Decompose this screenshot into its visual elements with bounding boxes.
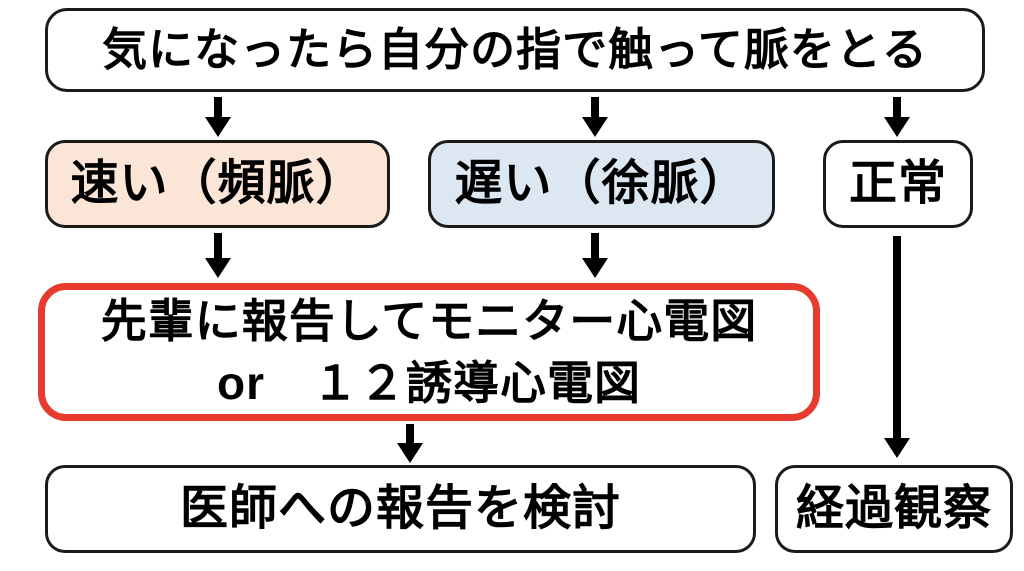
node-normal-label: 正常 [848, 157, 947, 211]
arrow-start-to-fast [205, 97, 231, 137]
arrow-ecg-to-report [397, 424, 423, 463]
arrow-start-to-normal [884, 97, 910, 137]
arrow-stem [214, 233, 222, 260]
arrow-stem [406, 424, 414, 445]
node-observe-label: 経過観察 [795, 482, 992, 536]
node-ecg-line2: or １２誘導心電図 [217, 357, 641, 409]
node-tachycardia-label: 速い（頻脈） [70, 157, 365, 211]
node-start-label: 気になったら自分の指で触って脈をとる [102, 24, 928, 75]
node-ecg-line1: 先輩に報告してモニター心電図 [100, 294, 758, 347]
arrow-stem [893, 97, 901, 119]
arrow-stem [893, 236, 901, 440]
arrow-head-icon [582, 258, 608, 278]
node-report-label: 医師への報告を検討 [179, 482, 621, 536]
arrow-head-icon [884, 438, 910, 458]
arrow-stem [591, 233, 599, 260]
arrow-fast-to-ecg [205, 233, 231, 278]
arrow-start-to-slow [582, 97, 608, 137]
node-follow-up-observation: 経過観察 [775, 465, 1013, 553]
node-report-to-doctor: 医師への報告を検討 [45, 465, 756, 553]
arrow-normal-to-observe [884, 236, 910, 458]
node-bradycardia: 遅い（徐脈） [428, 140, 775, 228]
node-bradycardia-label: 遅い（徐脈） [454, 157, 749, 211]
arrow-slow-to-ecg [582, 233, 608, 278]
arrow-stem [214, 97, 222, 119]
arrow-head-icon [884, 117, 910, 137]
arrow-head-icon [205, 258, 231, 278]
arrow-head-icon [397, 443, 423, 463]
arrow-stem [591, 97, 599, 119]
arrow-head-icon [205, 117, 231, 137]
arrow-head-icon [582, 117, 608, 137]
node-normal: 正常 [823, 140, 973, 228]
node-tachycardia: 速い（頻脈） [45, 140, 390, 228]
node-start-check-pulse: 気になったら自分の指で触って脈をとる [45, 8, 985, 92]
node-ecg-highlight: 先輩に報告してモニター心電図 or １２誘導心電図 [38, 283, 820, 421]
